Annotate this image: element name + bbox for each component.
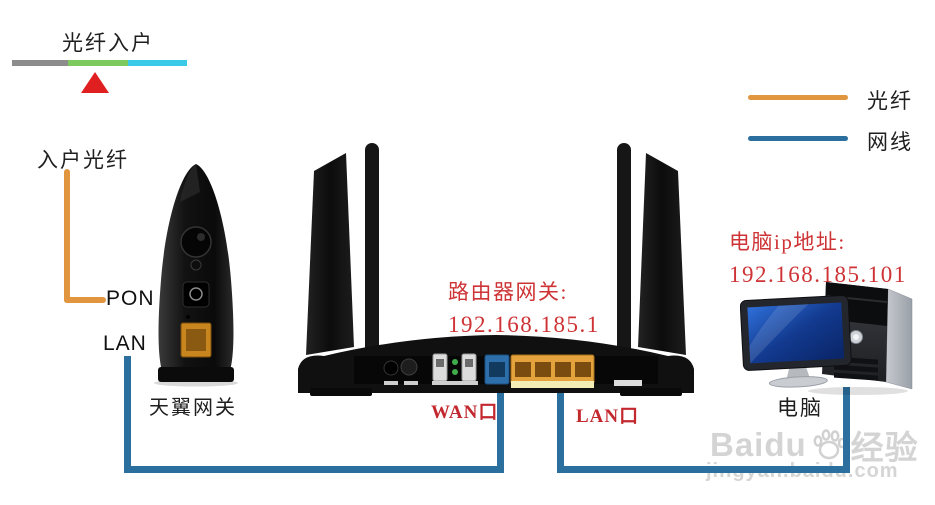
router-wan-label: WAN口	[431, 402, 499, 423]
router-lan-port-3	[555, 362, 571, 377]
fiber-path-vertical	[64, 169, 70, 303]
router-power-button	[400, 358, 418, 376]
monitor-screen-swirl	[749, 304, 809, 364]
modem-pon-connector	[180, 226, 212, 258]
modem-pon-port-label: PON	[106, 287, 155, 310]
optical-modem-illustration	[154, 164, 238, 387]
computer-ip-label: 电脑ip地址:	[729, 230, 846, 254]
router-wan-port-inner	[489, 362, 505, 377]
router-label-onoff	[404, 381, 418, 385]
router-usb1-slot	[436, 359, 444, 367]
computer-illustration	[740, 282, 913, 395]
cable1-vertical-left	[124, 356, 131, 473]
router-usb-port-2	[461, 353, 477, 382]
router-antenna-right-wide	[638, 153, 686, 355]
legend-fiber-label: 光纤	[867, 89, 913, 113]
legend-fiber-line-icon	[748, 95, 848, 100]
router-power-jack	[383, 360, 399, 376]
router-led-green-1	[452, 359, 458, 365]
entry-fiber-label: 入户光纤	[37, 148, 129, 172]
router-antenna-left-wide	[306, 153, 354, 355]
router-antenna-right-thin	[617, 143, 631, 359]
baidu-paw-icon	[813, 429, 846, 460]
router-label-usb	[432, 381, 478, 385]
router-lan-port-2	[535, 362, 551, 377]
modem-power-jack	[182, 281, 210, 308]
router-illustration	[298, 143, 694, 396]
router-usb2-slot	[465, 359, 473, 367]
monitor	[740, 294, 852, 388]
router-usb-port-1	[432, 353, 448, 382]
monitor-stand-base	[768, 376, 828, 388]
tower-side-panel	[885, 288, 913, 390]
watermark-brand-suffix: 经验	[850, 429, 919, 466]
modem-base	[158, 367, 234, 382]
cable2-vertical-left	[557, 384, 564, 473]
tower-vent-3	[834, 372, 878, 381]
modem-top-fin	[180, 164, 200, 202]
modem-lan-port-label: LAN	[103, 332, 147, 355]
router-led-green-2	[452, 369, 458, 375]
watermark-brand-text: Baidu	[710, 426, 807, 463]
router-lan-port-1	[515, 362, 531, 377]
cable1-horizontal	[124, 466, 504, 473]
modem-device-label: 天翼网关	[149, 397, 237, 419]
router-foot-left	[310, 388, 372, 396]
monitor-screen	[747, 302, 845, 364]
modem-power-pin	[189, 287, 203, 301]
computer-ip-value: 192.168.185.101	[729, 262, 907, 287]
cable1-vertical-right	[497, 384, 504, 473]
bar-segment-gray	[12, 60, 68, 66]
router-gateway-label: 路由器网关:	[448, 280, 568, 304]
watermark-brand: Baidu 经验	[710, 421, 919, 469]
router-foot-right	[620, 388, 682, 396]
bar-segment-cyan	[128, 60, 187, 66]
router-gateway-ip: 192.168.185.1	[448, 312, 600, 337]
router-label-wps	[614, 380, 642, 386]
tower-power-button-inner	[853, 334, 859, 340]
legend-cable-line-icon	[748, 136, 848, 141]
cable2-vertical-right	[843, 387, 850, 473]
router-lan-port-4	[575, 362, 591, 377]
tower-vent-2	[834, 364, 878, 373]
computer-ip-note: 电脑ip地址: 192.168.185.101	[729, 226, 907, 288]
router-lan-label: LAN口	[576, 406, 640, 427]
router-lan-label-strip	[511, 381, 594, 388]
computer-device-label: 电脑	[777, 396, 823, 420]
fiber-entry-title: 光纤入户	[62, 31, 154, 55]
fiber-progress-bar	[12, 60, 187, 66]
cable2-horizontal	[557, 466, 850, 473]
modem-led	[190, 259, 202, 271]
fiber-path-horizontal	[64, 297, 106, 303]
computer-shadow	[808, 387, 908, 395]
router-gateway-note: 路由器网关: 192.168.185.1	[448, 276, 600, 338]
modem-pon-highlight	[197, 233, 205, 241]
modem-lan-port-inner	[186, 329, 206, 351]
bar-segment-green	[68, 60, 128, 66]
modem-reset-hole	[186, 315, 190, 319]
legend-cable-label: 网线	[867, 130, 913, 154]
fiber-position-marker-icon	[81, 72, 109, 93]
router-antenna-left-thin	[365, 143, 379, 359]
router-label-power	[384, 381, 398, 385]
